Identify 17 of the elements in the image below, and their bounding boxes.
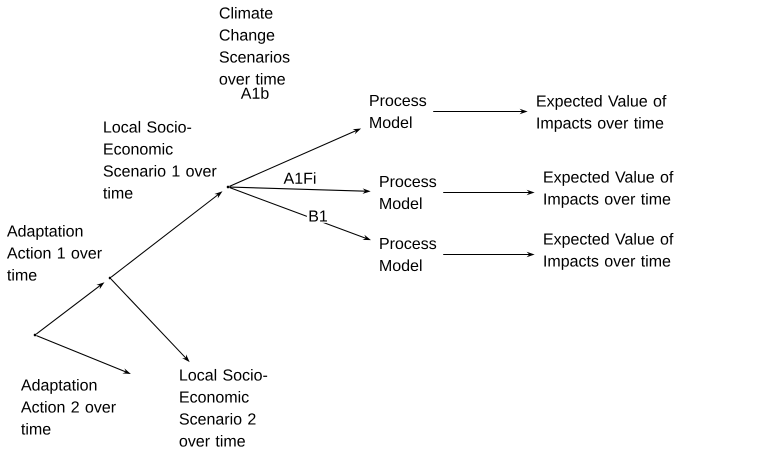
branch-point [226, 186, 230, 188]
text-label: Local Socio-Economic Scenario 2 over time [180, 368, 268, 447]
text-label: Expected Value of Impacts over time [537, 94, 666, 132]
node-caption: Adaptation Action 1 over time [6, 224, 102, 281]
text-label: Expected Value of Impacts over time [544, 232, 674, 270]
node-caption: Local Socio-Economic Scenario 1 over time [103, 120, 216, 199]
branch-point [108, 276, 112, 280]
text-label: Process Model [380, 238, 436, 272]
branch-point [34, 334, 36, 336]
edge-label: B1 [306, 209, 330, 223]
text-label: Process Model [370, 94, 426, 128]
text-label: Expected Value of Impacts over time [544, 170, 674, 208]
text-label: Climate Change Scenarios over time [220, 6, 290, 85]
text-label: Adaptation Action 2 over time [20, 378, 116, 435]
edge-label: A1b [239, 86, 271, 100]
text-label: Process Model [380, 176, 436, 210]
edge-label: A1Fi [282, 170, 318, 186]
